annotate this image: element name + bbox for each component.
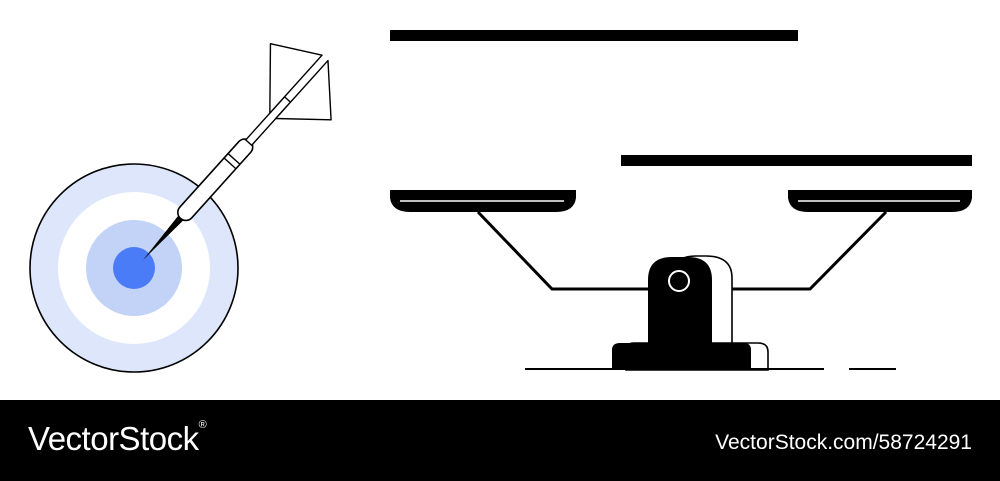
target-bullseye <box>113 247 155 289</box>
registered-mark: ® <box>198 419 207 431</box>
scale-pillar <box>648 257 712 345</box>
heading-placeholder-bar <box>390 30 798 41</box>
scale-pivot <box>668 270 690 292</box>
scale-left-arm <box>476 210 650 291</box>
image-id-url: VectorStock.com/58724291 <box>715 431 972 454</box>
brand-name: VectorStock <box>28 420 199 457</box>
subheading-placeholder-bar <box>621 155 972 166</box>
dart-tip <box>143 214 185 260</box>
dart-barrel-ring <box>227 153 241 165</box>
vectorstock-logo: VectorStock® <box>28 419 207 457</box>
scale-base <box>612 343 751 370</box>
dart-shaft <box>244 95 292 147</box>
scale-right-arm <box>720 210 888 291</box>
dart-icon <box>143 43 332 260</box>
balance-scale-icon <box>390 190 972 371</box>
dart-flight-upper <box>269 43 323 114</box>
watermark-footer: VectorStock® VectorStock.com/58724291 <box>0 400 1000 481</box>
dart-barrel-ring <box>223 157 237 170</box>
illustration-canvas <box>29 30 972 373</box>
dart-flight-lower <box>275 59 332 121</box>
